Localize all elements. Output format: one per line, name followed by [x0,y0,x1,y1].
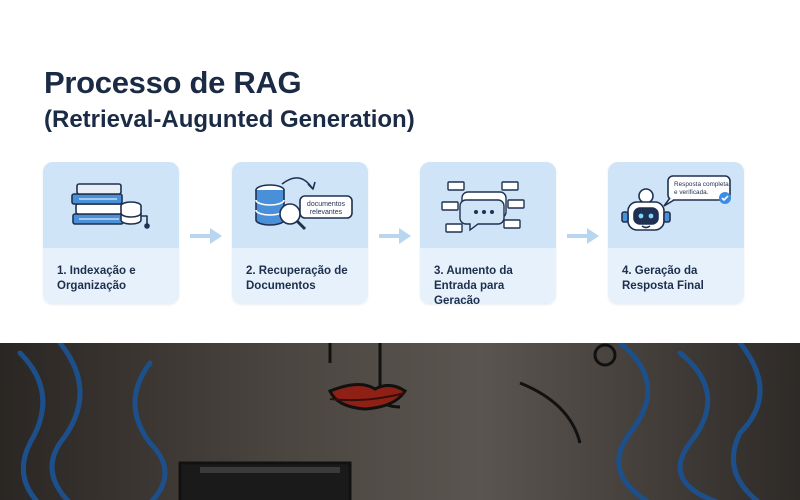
step-card-4-label-line2: Resposta Final [622,280,704,292]
arrow-right-icon [190,228,222,244]
database-search-icon: documentos relevantes [255,177,353,231]
step-card-4: Resposta completa e verificada. 4. Geraç… [608,162,744,304]
background-artwork-image [0,343,800,500]
step-card-1-illustration [43,162,179,248]
arrow-right-icon [567,228,599,244]
step-card-3: 3. Aumento da Entrada para Geração [420,162,556,304]
books-database-icon [71,183,150,229]
step-card-1: 1. Indexação e Organização [43,162,179,304]
step-card-4-bubble-line2: e verificada. [674,189,709,196]
step-card-3-label: 3. Aumento da Entrada para Geração [434,264,552,304]
step-card-2-label-line1: 2. Recuperação de [246,265,348,277]
step-card-1-label-line1: 1. Indexação e [57,265,136,277]
step-card-4-bubble-line1: Resposta completa [674,181,729,188]
step-card-2-illustration: documentos relevantes [232,162,368,248]
step-card-3-label-line1: 3. Aumento da [434,265,513,277]
robot-icon: Resposta completa e verificada. [621,175,731,231]
step-card-4-label-line1: 4. Geração da [622,265,698,277]
step-card-3-illustration [420,162,556,248]
step-card-2: documentos relevantes 2. Recuperação de … [232,162,368,304]
step-card-2-bubble-line2: relevantes [310,209,343,216]
page-subtitle: (Retrieval-Augunted Generation) [44,106,415,133]
step-card-3-label-line2: Entrada para Geração [434,280,505,304]
chat-bubbles-icon [441,181,525,233]
step-card-4-label: 4. Geração da Resposta Final [622,264,740,294]
step-card-2-label-line2: Documentos [246,280,316,292]
title-block: Processo de RAG (Retrieval-Augunted Gene… [44,64,415,136]
step-card-4-illustration: Resposta completa e verificada. [608,162,744,248]
step-card-2-label: 2. Recuperação de Documentos [246,264,364,294]
arrow-right-icon [379,228,411,244]
step-card-2-bubble-line1: documentos [307,201,346,208]
step-card-1-label-line2: Organização [57,280,127,292]
page-title: Processo de RAG [44,65,302,100]
step-card-1-label: 1. Indexação e Organização [57,264,175,294]
